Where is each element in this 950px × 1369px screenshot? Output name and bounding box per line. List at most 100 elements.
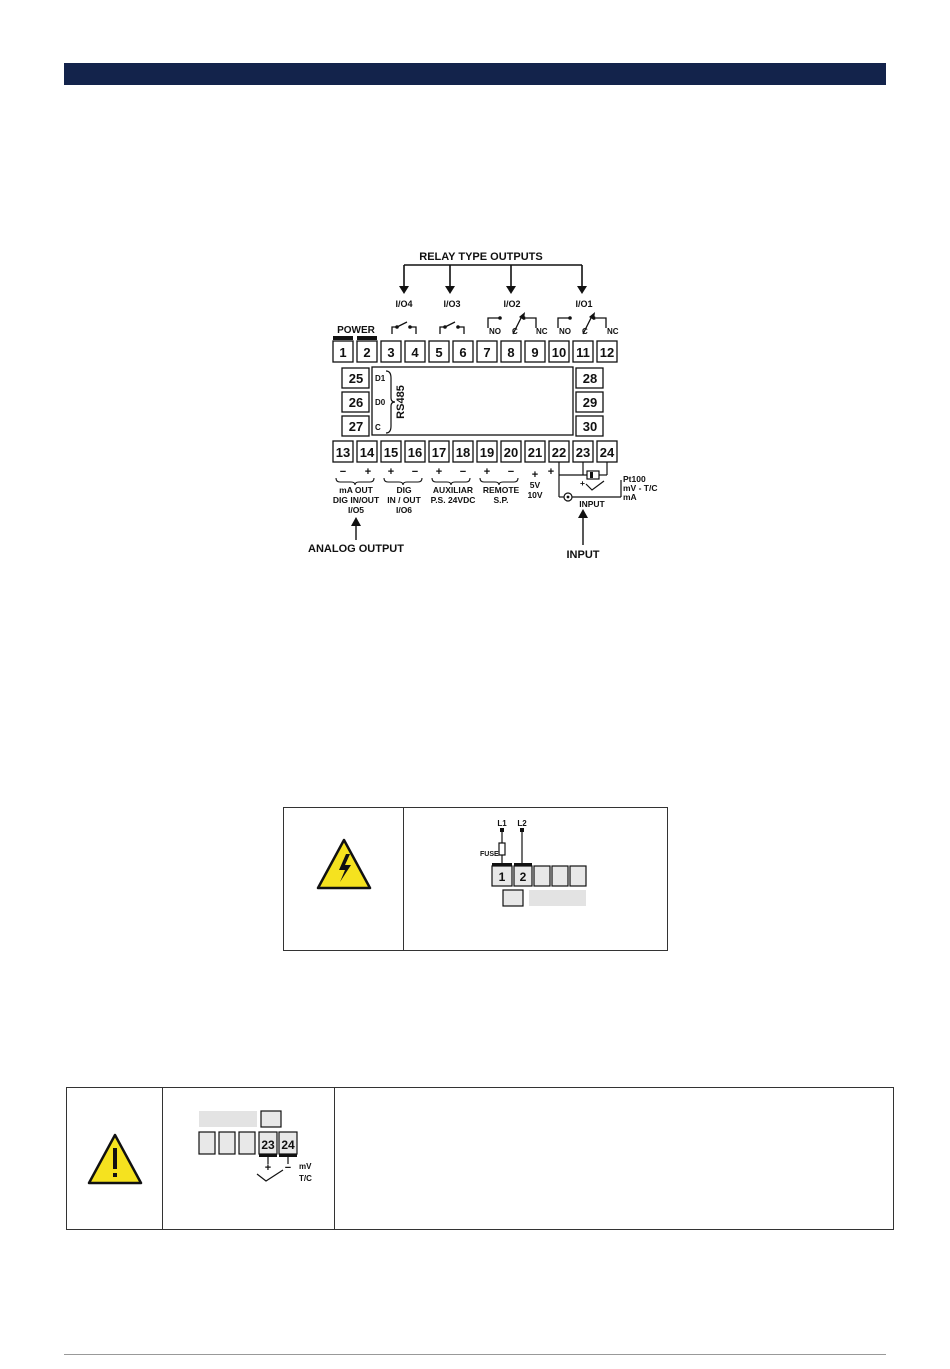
terminal-24: 24	[600, 445, 615, 460]
high-voltage-warning-icon	[316, 838, 372, 890]
dig-label: DIG	[396, 485, 412, 495]
io1-c-label: C	[582, 327, 588, 336]
terminal-29: 29	[583, 395, 597, 410]
io2-no-label: NO	[489, 327, 501, 336]
input-minus-sign: −	[285, 1162, 291, 1174]
rs485-c: C	[375, 423, 381, 432]
terminal-1: 1	[339, 345, 346, 360]
t15-plus: +	[388, 466, 394, 478]
pt100-label: Pt100	[623, 474, 646, 484]
terminal-19: 19	[480, 445, 494, 460]
analog-output-label: ANALOG OUTPUT	[308, 543, 404, 555]
v10-label: 10V	[527, 490, 542, 500]
terminal-10: 10	[552, 345, 566, 360]
t17-plus: +	[436, 466, 442, 478]
terminal-13: 13	[336, 445, 350, 460]
ps-24vdc-label: P.S. 24VDC	[431, 495, 476, 505]
terminal-30: 30	[583, 419, 597, 434]
input-mv-label: mV	[299, 1162, 312, 1171]
terminal-21: 21	[528, 445, 542, 460]
input-wiring-cell: 23 24 + − mV T/C	[163, 1088, 335, 1229]
input-terminal-24: 24	[281, 1138, 295, 1152]
terminal-27: 27	[349, 419, 363, 434]
io1-no-label: NO	[559, 327, 571, 336]
io6-label: I/O6	[396, 505, 412, 515]
terminal-11: 11	[576, 345, 590, 360]
caution-warning-icon	[87, 1133, 143, 1185]
input-description-cell	[335, 1088, 893, 1229]
terminal-2: 2	[363, 345, 370, 360]
v5-label: 5V	[530, 480, 541, 490]
sp-label: S.P.	[494, 495, 509, 505]
remote-label: REMOTE	[483, 485, 520, 495]
input-label: INPUT	[567, 549, 600, 561]
t18-minus: −	[460, 466, 466, 478]
terminal-14: 14	[360, 445, 375, 460]
terminal-23: 23	[576, 445, 590, 460]
terminal-22: 22	[552, 445, 566, 460]
io2-label: I/O2	[503, 299, 520, 309]
io3-label: I/O3	[443, 299, 460, 309]
terminal-9: 9	[531, 345, 538, 360]
terminal-28: 28	[583, 371, 597, 386]
ma-label: mA	[623, 492, 637, 502]
terminal-25: 25	[349, 371, 363, 386]
t13-minus: −	[340, 466, 346, 478]
footer-line	[64, 1354, 886, 1355]
relay-outputs-label: RELAY TYPE OUTPUTS	[419, 251, 542, 263]
input-small-label: INPUT	[579, 499, 605, 509]
power-terminal-1: 1	[499, 870, 506, 884]
io1-label: I/O1	[575, 299, 592, 309]
input-connection-box: 23 24 + − mV T/C	[66, 1087, 894, 1230]
t20-minus: −	[508, 466, 514, 478]
t16-minus: −	[412, 466, 418, 478]
power-connection-box: L1 L2 FUSE 1 2	[283, 807, 668, 951]
input-terminal-23: 23	[261, 1138, 275, 1152]
terminal-5: 5	[435, 345, 442, 360]
io5-label: I/O5	[348, 505, 364, 515]
terminal-26: 26	[349, 395, 363, 410]
in-out-label: IN / OUT	[387, 495, 421, 505]
power-wiring-cell: L1 L2 FUSE 1 2	[404, 808, 667, 950]
t21-plus: +	[532, 469, 538, 481]
auxiliar-label: AUXILIAR	[433, 485, 473, 495]
input-wiring-diagram: 23 24 + − mV T/C	[198, 1110, 312, 1183]
ma-out-label: mA OUT	[339, 485, 373, 495]
mv-tc-label: mV - T/C	[623, 483, 657, 493]
dig-in-out-label: DIG IN/OUT	[333, 495, 380, 505]
terminal-6: 6	[459, 345, 466, 360]
io4-label: I/O4	[395, 299, 412, 309]
l2-label: L2	[517, 819, 527, 828]
power-label: POWER	[337, 325, 376, 336]
terminal-8: 8	[507, 345, 514, 360]
io2-c-label: C	[512, 327, 518, 336]
input-plus-24: +	[580, 478, 585, 488]
input-warning-cell	[67, 1088, 163, 1229]
t22-plus: +	[548, 466, 554, 478]
rs485-label: RS485	[395, 385, 407, 419]
power-terminal-2: 2	[520, 870, 527, 884]
t19-plus: +	[484, 466, 490, 478]
t14-plus: +	[365, 466, 371, 478]
terminal-4: 4	[411, 345, 419, 360]
rs485-d1: D1	[375, 374, 386, 383]
l1-label: L1	[497, 819, 507, 828]
terminal-3: 3	[387, 345, 394, 360]
input-tc-label: T/C	[299, 1174, 312, 1183]
header-bar	[64, 63, 886, 85]
rs485-d0: D0	[375, 398, 386, 407]
power-wiring-diagram: L1 L2 FUSE 1 2	[480, 819, 587, 907]
terminal-wiring-diagram: RELAY TYPE OUTPUTS I/O4 I/O3 I/O2 I/O1 P…	[308, 251, 657, 561]
terminal-18: 18	[456, 445, 470, 460]
terminal-12: 12	[600, 345, 614, 360]
terminal-7: 7	[483, 345, 490, 360]
terminal-17: 17	[432, 445, 446, 460]
terminal-15: 15	[384, 445, 398, 460]
terminal-20: 20	[504, 445, 518, 460]
power-warning-cell	[284, 808, 404, 950]
io2-nc-label: NC	[536, 327, 548, 336]
input-plus-sign: +	[265, 1162, 271, 1174]
terminal-16: 16	[408, 445, 422, 460]
io1-nc-label: NC	[607, 327, 619, 336]
fuse-label: FUSE	[480, 851, 499, 858]
